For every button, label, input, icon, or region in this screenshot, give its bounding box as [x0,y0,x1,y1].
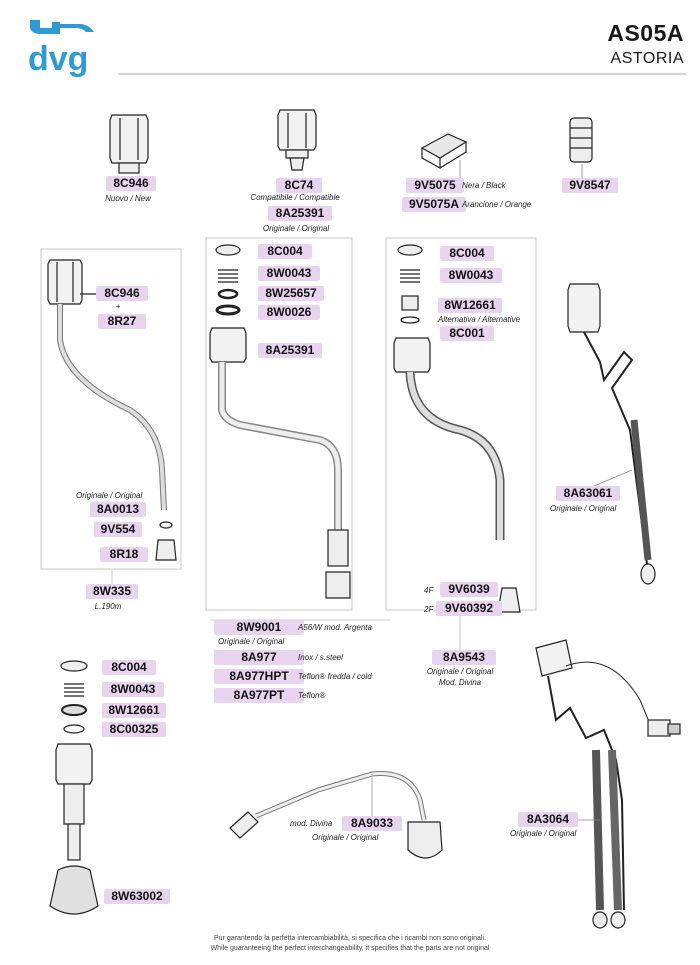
part-8c004-mid: 8C004 [258,244,312,259]
part-8w12661-bl: 8W12661 [102,703,166,718]
part-9v6039: 9V6039 [440,582,498,597]
part-8a25391-mid: 8A25391 [258,343,322,358]
part-8w25657: 8W25657 [258,286,324,301]
model-code: AS05A [607,20,684,46]
note-originale-7: Originale / Original [510,829,577,838]
part-8c004-bl: 8C004 [102,660,156,675]
part-8w0026: 8W0026 [258,305,320,320]
note-originale-4: Originale / Original [218,637,285,646]
part-9v5075: 9V5075 [406,178,464,193]
part-9v8547: 9V8547 [562,178,618,193]
footer-disclaimer-en: While guaranteeing the perfect interchan… [210,945,490,952]
part-8a9033: 8A9033 [342,816,402,831]
note-2f: 2F [424,605,434,614]
note-arancione: Arancione / Orange [462,200,532,209]
part-8w0043-r: 8W0043 [440,268,502,283]
part-8c946-left: 8C946 [96,286,148,301]
spring-9v8547-drawing [569,117,593,163]
note-originale-2: Originale / Original [76,491,143,500]
part-8w0043-bl: 8W0043 [102,682,164,697]
note-originale-3: Originale / Original [550,504,617,513]
note-length: L.190m [94,602,122,611]
part-8c00325: 8C00325 [102,722,166,737]
note-teflon: Teflon® [298,691,326,700]
brand-name: ASTORIA [610,50,684,67]
part-8c74: 8C74 [276,178,322,193]
part-8c004-r: 8C004 [440,246,494,261]
logo-text: dvg [28,40,88,78]
note-plus: + [115,302,121,311]
wand-8a3064-drawing [535,639,681,929]
part-9v5075a: 9V5075A [402,197,466,212]
note-compatibile: Compatibile / Compatible [250,193,340,202]
wand-8a9543-drawing [393,244,521,613]
footer-disclaimer-it: Pur garantendo la perfetta intercambiabi… [214,935,486,942]
wand-8w63002-drawing [49,660,99,915]
note-originale-6: Originale / Original [312,833,379,842]
part-8r27: 8R27 [98,314,146,329]
dvg-logo: dvg [24,18,104,83]
note-mod-divina: mod. Divina [290,819,333,828]
clip-9v5075-drawing [420,133,468,170]
note-originale-1: Originale / Original [262,224,330,233]
part-9v60392: 9V60392 [436,601,502,616]
note-divina: Mod. Divina [438,678,482,687]
note-originale-5: Originale / Original [426,667,494,676]
wand-8w335-drawing [47,259,177,561]
note-a56w: A56/W mod. Argenta [298,623,372,632]
wand-8a25391-drawing [209,244,351,599]
note-teflon-cold: Teflon® fredda / cold [298,672,372,681]
part-8a3064: 8A3064 [518,812,578,827]
part-9v554: 9V554 [94,522,142,537]
part-8w63002: 8W63002 [104,889,170,904]
note-nuovo: Nuovo / New [105,194,151,203]
part-8a63061: 8A63061 [556,486,620,501]
part-8a0013: 8A0013 [90,502,146,517]
part-8c001: 8C001 [440,326,494,341]
part-8w0043-mid: 8W0043 [258,266,320,281]
part-8r18: 8R18 [100,547,148,562]
wand-8a63061-drawing [567,283,656,585]
part-8a9543: 8A9543 [432,650,496,665]
nut-8c946-drawing [109,114,149,174]
part-8c946-top: 8C946 [106,176,156,191]
part-8w9001: 8W9001 [214,620,304,635]
part-8w12661-r: 8W12661 [438,298,502,313]
part-8w335: 8W335 [86,584,138,599]
note-inox: Inox / s.steel [298,653,343,662]
part-8a977pt: 8A977PT [214,688,304,703]
part-8a25391-top: 8A25391 [268,206,332,221]
nut-8c74-drawing [277,109,317,171]
note-4f: 4F [424,586,434,595]
part-8a977: 8A977 [214,650,304,665]
note-nera: Nera / Black [462,181,506,190]
note-alternativa: Alternativa / Alternative [438,315,520,324]
wand-8a9033-drawing [229,771,443,859]
part-8a977hpt: 8A977HPT [214,669,304,684]
